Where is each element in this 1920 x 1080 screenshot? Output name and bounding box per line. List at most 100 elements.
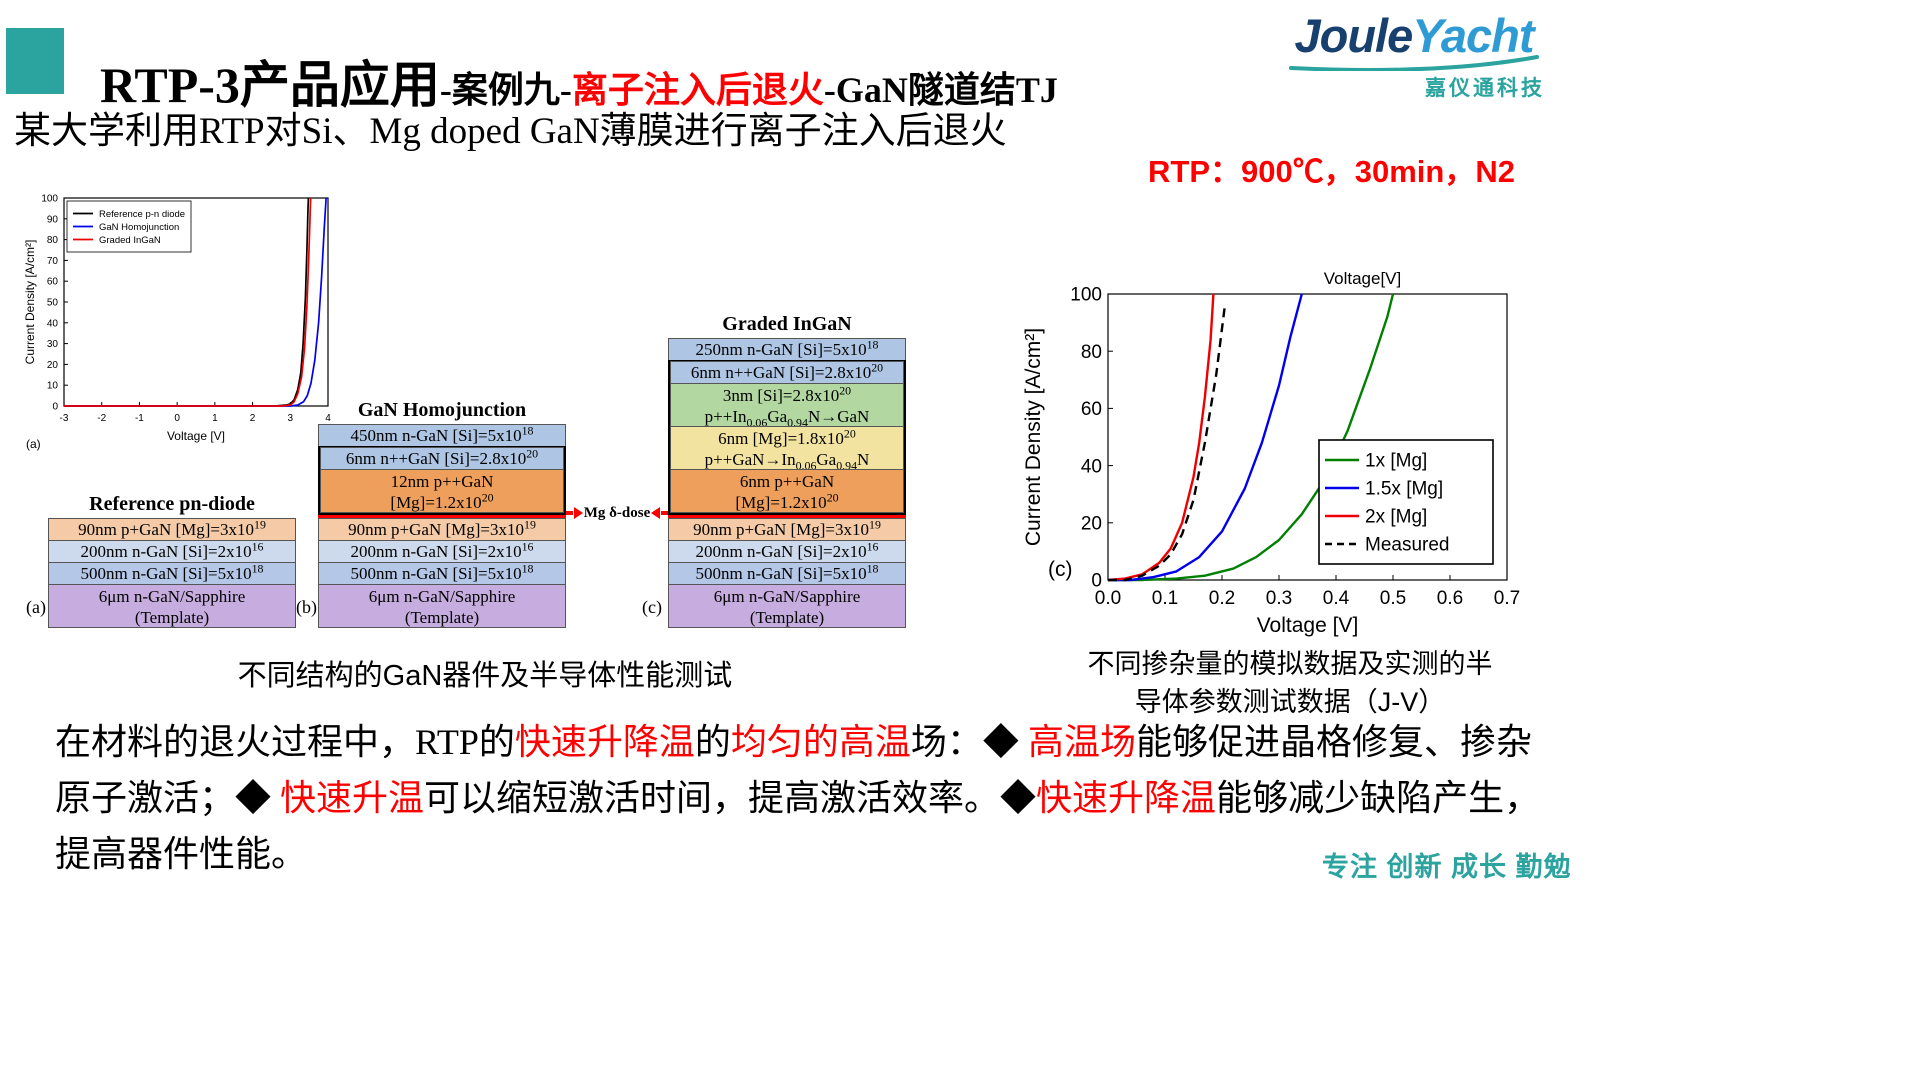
layer-row: 6nm [Mg]=1.8x1020 p++GaN→In0.06Ga0.94N: [670, 426, 904, 470]
layer-row: 6nm n++GaN [Si]=2.8x1020: [320, 447, 564, 470]
svg-text:0.1: 0.1: [1152, 588, 1178, 609]
layer-row: 90nm p+GaN [Mg]=3x1019: [668, 518, 906, 541]
accent-square: [6, 28, 64, 94]
svg-text:0: 0: [52, 402, 58, 413]
layer-row: 250nm n-GaN [Si]=5x1018: [668, 338, 906, 361]
paragraph-text: 能够减少缺陷产生，提高器件性能。: [55, 778, 1541, 874]
caption-doping-line1: 不同掺杂量的模拟数据及实测的半: [1087, 649, 1493, 679]
svg-text:40: 40: [47, 318, 59, 329]
svg-text:0.3: 0.3: [1266, 588, 1292, 609]
mg-delta-dose-line: [318, 515, 566, 519]
paragraph-text: 可以缩短激活时间，提高激活效率。◆: [424, 778, 1037, 818]
layer-row: 500nm n-GaN [Si]=5x1018: [318, 562, 566, 585]
svg-text:80: 80: [1081, 342, 1102, 363]
title-segment: -GaN隧道结TJ: [823, 70, 1058, 111]
svg-text:100: 100: [1070, 285, 1102, 306]
company-logo: JouleYacht 嘉仪通科技: [1283, 12, 1545, 102]
svg-text:20: 20: [47, 360, 59, 371]
mg-delta-dose-line: [668, 515, 906, 519]
layer-row: 90nm p+GaN [Mg]=3x1019: [318, 518, 566, 541]
svg-text:2: 2: [250, 413, 256, 424]
paragraph-highlight: 快速升温: [280, 778, 425, 818]
svg-text:2x [Mg]: 2x [Mg]: [1365, 507, 1427, 528]
svg-text:1x [Mg]: 1x [Mg]: [1365, 451, 1427, 472]
svg-text:Voltage [V]: Voltage [V]: [1257, 614, 1359, 637]
svg-text:60: 60: [47, 277, 59, 288]
logo-joule: Joule: [1294, 9, 1413, 62]
logo-yacht: Yacht: [1412, 9, 1534, 62]
svg-text:Graded InGaN: Graded InGaN: [99, 235, 161, 246]
paragraph-highlight: 均匀的高温: [730, 722, 911, 762]
caption-doping-line2: 导体参数测试数据（J-V）: [1134, 687, 1446, 717]
red-line-left: [566, 511, 573, 515]
svg-text:50: 50: [47, 298, 59, 309]
svg-text:100: 100: [41, 194, 58, 205]
svg-text:80: 80: [47, 235, 59, 246]
layer-row: 6nm n++GaN [Si]=2.8x1020: [670, 361, 904, 384]
title-segment: -案例九-: [439, 70, 572, 111]
red-arrow-right-icon: [573, 507, 583, 519]
svg-text:(c): (c): [1048, 558, 1073, 581]
stack-title: Reference pn-diode: [89, 493, 255, 515]
footer-motto: 专注 创新 成长 勤勉: [1322, 852, 1572, 882]
svg-text:60: 60: [1081, 399, 1102, 420]
svg-text:0: 0: [1091, 571, 1102, 592]
logo-subtitle: 嘉仪通科技: [1425, 77, 1545, 100]
svg-text:Current Density [A/cm²]: Current Density [A/cm²]: [23, 240, 37, 365]
stack-label-b: (b): [296, 597, 317, 617]
paragraph-text: 能够促进晶格修复、掺杂原子激活；◆: [55, 722, 1532, 818]
svg-text:(a): (a): [26, 437, 41, 451]
red-arrow-left-icon: [651, 507, 661, 519]
red-line-right: [661, 511, 668, 515]
svg-text:0.0: 0.0: [1095, 588, 1121, 609]
svg-text:-3: -3: [60, 413, 69, 424]
title-segment: 离子注入后退火: [571, 70, 824, 111]
logo-swoosh-icon: [1289, 55, 1539, 71]
svg-text:3: 3: [288, 413, 294, 424]
svg-text:-2: -2: [97, 413, 106, 424]
layer-row: 500nm n-GaN [Si]=5x1018: [668, 562, 906, 585]
layer-row: 3nm [Si]=2.8x1020 p++In0.06Ga0.94N→GaN: [670, 383, 904, 427]
title-segment: RTP-3产品应用: [100, 57, 440, 114]
svg-text:Reference p-n diode: Reference p-n diode: [99, 209, 185, 220]
paragraph-highlight: 快速升降温: [1036, 778, 1217, 818]
svg-text:GaN Homojunction: GaN Homojunction: [99, 222, 179, 233]
svg-text:0.7: 0.7: [1494, 588, 1520, 609]
svg-text:1: 1: [212, 413, 218, 424]
paragraph-text: 的: [694, 722, 731, 762]
layer-row: 500nm n-GaN [Si]=5x1018: [48, 562, 296, 585]
layer-row: 200nm n-GaN [Si]=2x1016: [668, 540, 906, 563]
svg-text:20: 20: [1081, 513, 1102, 534]
layer-row: 450nm n-GaN [Si]=5x1018: [318, 424, 566, 447]
mg-delta-dose-annotation: Mg δ-dose: [566, 503, 668, 523]
paragraph-text: 场：◆: [910, 722, 1028, 762]
paragraph-highlight: 快速升降温: [514, 722, 695, 762]
svg-text:10: 10: [47, 381, 59, 392]
caption-structures: 不同结构的GaN器件及半导体性能测试: [237, 660, 733, 692]
svg-text:-1: -1: [135, 413, 144, 424]
paragraph-text: 在材料的退火过程中，RTP的: [55, 722, 515, 762]
layer-row: 200nm n-GaN [Si]=2x1016: [48, 540, 296, 563]
layer-row: 6nm p++GaN [Mg]=1.2x1020: [670, 469, 904, 513]
layer-row: 200nm n-GaN [Si]=2x1016: [318, 540, 566, 563]
stack-title: Graded InGaN: [722, 313, 852, 335]
layer-row: 6μm n-GaN/Sapphire (Template): [318, 584, 566, 628]
svg-text:0: 0: [174, 413, 180, 424]
svg-text:Measured: Measured: [1365, 535, 1450, 556]
svg-text:Voltage[V]: Voltage[V]: [1324, 269, 1402, 288]
svg-text:0.5: 0.5: [1380, 588, 1406, 609]
layer-row: 6μm n-GaN/Sapphire (Template): [48, 584, 296, 628]
svg-text:Voltage [V]: Voltage [V]: [167, 429, 225, 443]
svg-text:4: 4: [325, 413, 331, 424]
rtp-condition: RTP：900℃，30min，N2: [1148, 154, 1515, 189]
svg-text:1.5x [Mg]: 1.5x [Mg]: [1365, 479, 1443, 500]
subtitle: 某大学利用RTP对Si、Mg doped GaN薄膜进行离子注入后退火: [14, 111, 1007, 152]
summary-paragraph: 在材料的退火过程中，RTP的快速升降温的均匀的高温场：◆ 高温场能够促进晶格修复…: [55, 714, 1555, 882]
